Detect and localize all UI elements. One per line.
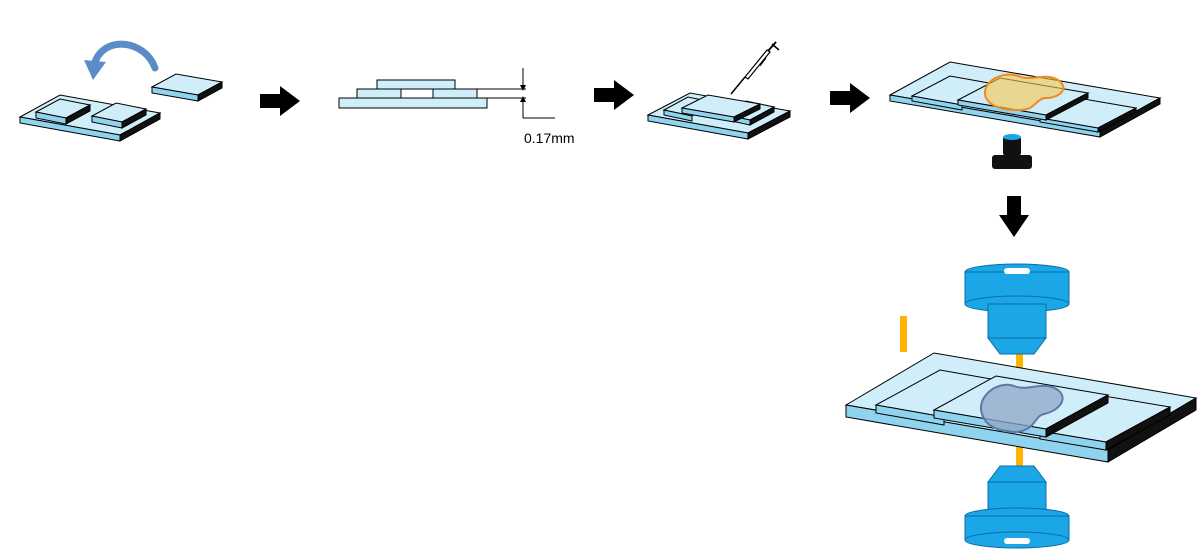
step2-side-view: 0.17mm: [338, 68, 575, 146]
top-objective: [964, 263, 1070, 355]
step3-assembly: [646, 41, 792, 140]
spacer-right: [90, 102, 148, 129]
laser-beam-center-bottom: [1016, 444, 1023, 468]
gap-dimension-label: 0.17mm: [524, 130, 575, 146]
right-arrow-icon: [594, 80, 634, 110]
microscope-objective-icon: [992, 134, 1032, 169]
curved-rotate-arrow-icon: [84, 40, 159, 80]
step5-microscope-setup: [844, 263, 1198, 549]
coverslip: [932, 375, 1110, 438]
side-spacer-left: [356, 88, 402, 99]
coverslip: [680, 94, 762, 123]
sample-drop: [979, 383, 1064, 434]
side-base-slide: [338, 97, 488, 109]
laser-beam-left: [900, 316, 907, 352]
sample-drop: [983, 73, 1065, 112]
laser-beam-center-top: [1016, 353, 1023, 371]
bottom-objective: [964, 465, 1070, 549]
right-arrow-icon: [830, 83, 870, 113]
side-top-coverslip: [376, 79, 456, 90]
down-arrow-icon: [999, 196, 1029, 237]
pipette-icon: [730, 41, 780, 95]
spacer-left: [34, 98, 92, 125]
spacer-right: [1038, 395, 1172, 451]
side-spacer-right: [432, 88, 478, 99]
step1-assembly: [18, 40, 224, 142]
right-arrow-icon: [260, 86, 300, 116]
step4-filled-chamber: [888, 61, 1162, 138]
coverslip: [150, 73, 224, 102]
